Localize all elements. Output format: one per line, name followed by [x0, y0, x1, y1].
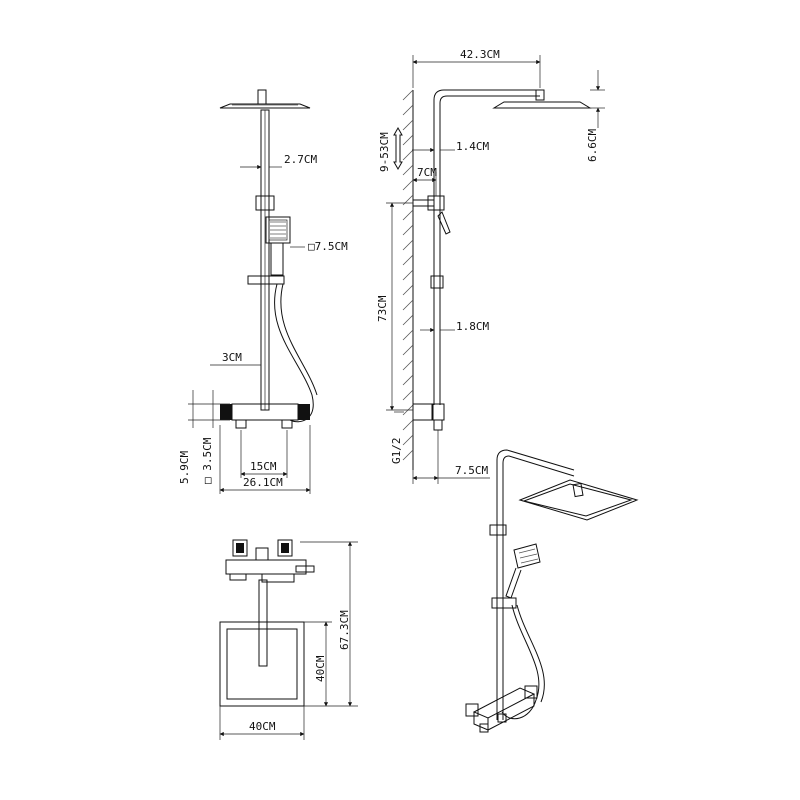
dim-bar-diameter: 1.8CM: [456, 320, 489, 333]
front-connector: [255, 195, 275, 211]
dim-head-width: 40CM: [249, 720, 276, 733]
dim-inlet-offset: 7.5CM: [455, 464, 488, 477]
top-shower-head-outer: [219, 621, 305, 707]
front-hose: [274, 283, 314, 423]
dim-height-adjust: 9-53CM: [378, 132, 391, 172]
iso-bracket: [489, 524, 507, 536]
front-shower-head: [219, 89, 311, 109]
top-mixer: [225, 539, 315, 583]
dim-mixer-width: 26.1CM: [243, 476, 283, 489]
dim-arm-diameter: 1.4CM: [456, 140, 489, 153]
top-shower-head-inner: [226, 628, 298, 700]
isometric-view: [465, 449, 639, 733]
side-view: 42.3CM 6.6CM 9-53CM 1.4CM 7CM 73CM 1.8CM…: [376, 48, 605, 484]
dim-handshower-size: □7.5CM: [308, 240, 348, 253]
dim-inlet-spacing: 15CM: [250, 460, 277, 473]
dim-arm-length: 42.3CM: [460, 48, 500, 61]
top-view: 67.3CM 40CM 40CM: [219, 539, 358, 740]
iso-riser-arm: [496, 449, 575, 720]
height-adjust-arrow: [393, 126, 403, 171]
front-view: 2.7CM □7.5CM 3CM 5.9CM □ 3.5CM 15CM 26.1…: [178, 89, 348, 494]
iso-slider: [491, 597, 517, 609]
side-riser-arm: [433, 89, 540, 405]
dim-wall-offset: 7CM: [417, 166, 437, 179]
side-mixer: [412, 403, 434, 421]
dim-total-depth: 67.3CM: [338, 610, 351, 650]
side-shower-head: [492, 101, 592, 109]
dim-pipe-diameter: 2.7CM: [284, 153, 317, 166]
dim-mixer-height: 5.9CM: [178, 451, 191, 484]
front-mixer: [220, 403, 310, 429]
dim-bar-length: 73CM: [376, 295, 389, 322]
side-slider: [430, 275, 444, 289]
side-wall-bracket: [412, 199, 435, 207]
iso-hose: [501, 604, 540, 720]
dim-mixer-square: □ 3.5CM: [201, 437, 214, 484]
iso-hand-shower: [513, 543, 541, 569]
dim-slider-offset: 3CM: [222, 351, 242, 364]
side-hand-shower: [437, 211, 451, 235]
dim-head-thickness: 6.6CM: [586, 129, 599, 162]
dim-inlet-thread: G1/2: [390, 438, 403, 465]
front-slider: [247, 275, 285, 285]
front-hand-shower: [265, 216, 291, 276]
dim-head-depth: 40CM: [314, 655, 327, 682]
iso-shower-head: [518, 479, 639, 521]
iso-mixer: [465, 685, 538, 733]
top-arm-pipe: [258, 579, 268, 667]
